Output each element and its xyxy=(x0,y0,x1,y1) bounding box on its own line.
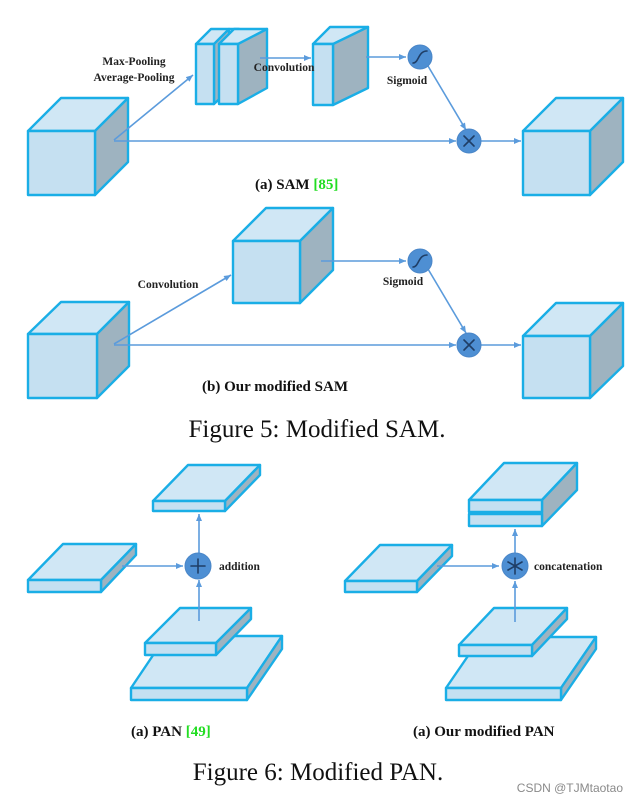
msam-conv-cube xyxy=(231,206,335,305)
figure-5-caption: Figure 5: Modified SAM. xyxy=(189,416,446,443)
multiply-icon xyxy=(463,339,475,351)
arrow-sigmoid-to-multiply xyxy=(427,268,467,334)
sigmoid-icon xyxy=(412,50,428,64)
mpan-lateral-slab xyxy=(343,543,454,594)
modified-pan-panel: concatenation (a) Our modified PAN xyxy=(343,461,603,740)
label-convolution: Convolution xyxy=(254,62,315,74)
caption-sam: (a) SAM [85] xyxy=(255,177,338,193)
mpan-output-slab-concat xyxy=(467,461,579,528)
msam-input-cube xyxy=(26,300,131,400)
caption-pan: (a) PAN [49] xyxy=(131,724,211,740)
watermark: CSDN @TJMtaotao xyxy=(517,781,624,795)
pan-lateral-slab xyxy=(26,542,138,594)
label-sigmoid: Sigmoid xyxy=(383,276,424,288)
arrow-sigmoid-to-multiply xyxy=(427,65,467,131)
plus-icon xyxy=(190,558,206,574)
modified-sam-panel: Convolution Sigmoid (b) Our modified SAM xyxy=(26,206,625,400)
sam-conv-map xyxy=(311,25,370,107)
addition-node xyxy=(184,552,212,580)
multiply-node xyxy=(456,128,482,154)
sigmoid-node xyxy=(407,44,433,70)
multiply-node xyxy=(456,332,482,358)
arrow-pooling xyxy=(113,74,194,141)
caption-modified-pan: (a) Our modified PAN xyxy=(413,724,555,740)
concatenation-node xyxy=(501,552,529,580)
figure-6-caption: Figure 6: Modified PAN. xyxy=(193,759,443,786)
citation-link-85[interactable]: [85] xyxy=(313,177,338,193)
pan-bottom-small-slab xyxy=(143,606,253,657)
sam-panel: Max-Pooling Average-Pooling Convolution … xyxy=(26,25,625,197)
sam-pooled-maps xyxy=(194,27,269,106)
label-concatenation: concatenation xyxy=(534,561,603,573)
multiply-icon xyxy=(463,135,475,147)
arrow-conv xyxy=(113,274,232,345)
sigmoid-node xyxy=(407,248,433,274)
msam-output-cube xyxy=(521,301,625,400)
label-addition: addition xyxy=(219,561,261,573)
caption-modified-sam: (b) Our modified SAM xyxy=(202,379,348,395)
label-max-pooling: Max-Pooling xyxy=(102,56,165,68)
label-average-pooling: Average-Pooling xyxy=(94,72,175,84)
pan-output-slab xyxy=(151,463,262,513)
label-sigmoid: Sigmoid xyxy=(387,75,428,87)
sam-input-cube xyxy=(26,96,130,197)
label-convolution: Convolution xyxy=(138,279,199,291)
sigmoid-icon xyxy=(412,254,428,268)
pan-panel: addition (a) PAN [49] xyxy=(26,463,284,740)
mpan-bottom-small-slab xyxy=(457,606,569,658)
asterisk-icon xyxy=(507,557,523,575)
citation-link-49[interactable]: [49] xyxy=(186,724,211,740)
sam-output-cube xyxy=(521,96,625,197)
